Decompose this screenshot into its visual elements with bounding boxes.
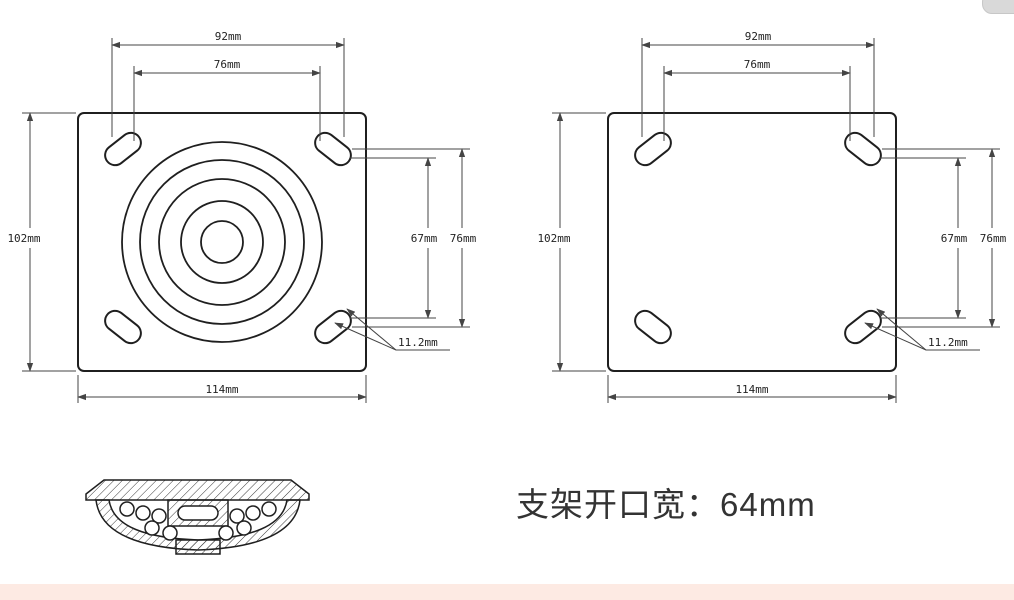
cross-section-view [85, 479, 310, 555]
section-top-plate [85, 479, 310, 501]
mounting-slot-top-right [844, 131, 882, 167]
section-upper-bearing-balls [119, 501, 277, 524]
mounting-slot-bottom-left [104, 309, 142, 345]
dim-label-right-inner: 67mm [411, 232, 438, 245]
dim-label-top-inner: 76mm [214, 58, 241, 71]
dim-label-top-outer: 92mm [215, 30, 242, 43]
corner-decoration [982, 0, 1014, 14]
right-top-view: 92mm 76mm 102mm 67mm 76mm 114mm 11.2mm [537, 30, 1007, 403]
dim-label-width: 114mm [205, 383, 238, 396]
dim-label-slot-width: 11.2mm [398, 336, 438, 349]
section-lower-bearing-balls [144, 520, 252, 541]
right-view-dimensions [552, 38, 1000, 403]
mounting-slot-bottom-left [634, 309, 672, 345]
dim-label-right-outer: 76mm [980, 232, 1007, 245]
raceway-circles [121, 141, 323, 343]
dim-label-height: 102mm [537, 232, 570, 245]
plate-outline [607, 112, 897, 372]
dim-label-top-outer: 92mm [745, 30, 772, 43]
mounting-slot-bottom-right [314, 309, 352, 345]
footer-accent-bar [0, 584, 1014, 600]
plate-outline [77, 112, 367, 372]
section-bottom-block [175, 539, 221, 555]
dim-label-height: 102mm [7, 232, 40, 245]
dim-label-right-inner: 67mm [941, 232, 968, 245]
mounting-slot-top-right [314, 131, 352, 167]
dim-label-slot-width: 11.2mm [928, 336, 968, 349]
left-view-dimensions [22, 38, 470, 403]
dim-label-width: 114mm [735, 383, 768, 396]
dim-label-right-outer: 76mm [450, 232, 477, 245]
dim-label-top-inner: 76mm [744, 58, 771, 71]
mounting-slot-top-left [634, 131, 672, 167]
mounting-slot-bottom-right [844, 309, 882, 345]
left-top-view: 92mm 76mm 102mm 67mm 76mm 114mm 11.2mm [7, 30, 477, 403]
mounting-slot-top-left [104, 131, 142, 167]
section-kingpin-capsule [177, 505, 219, 521]
bracket-width-note: 支架开口宽：64mm [516, 486, 816, 523]
